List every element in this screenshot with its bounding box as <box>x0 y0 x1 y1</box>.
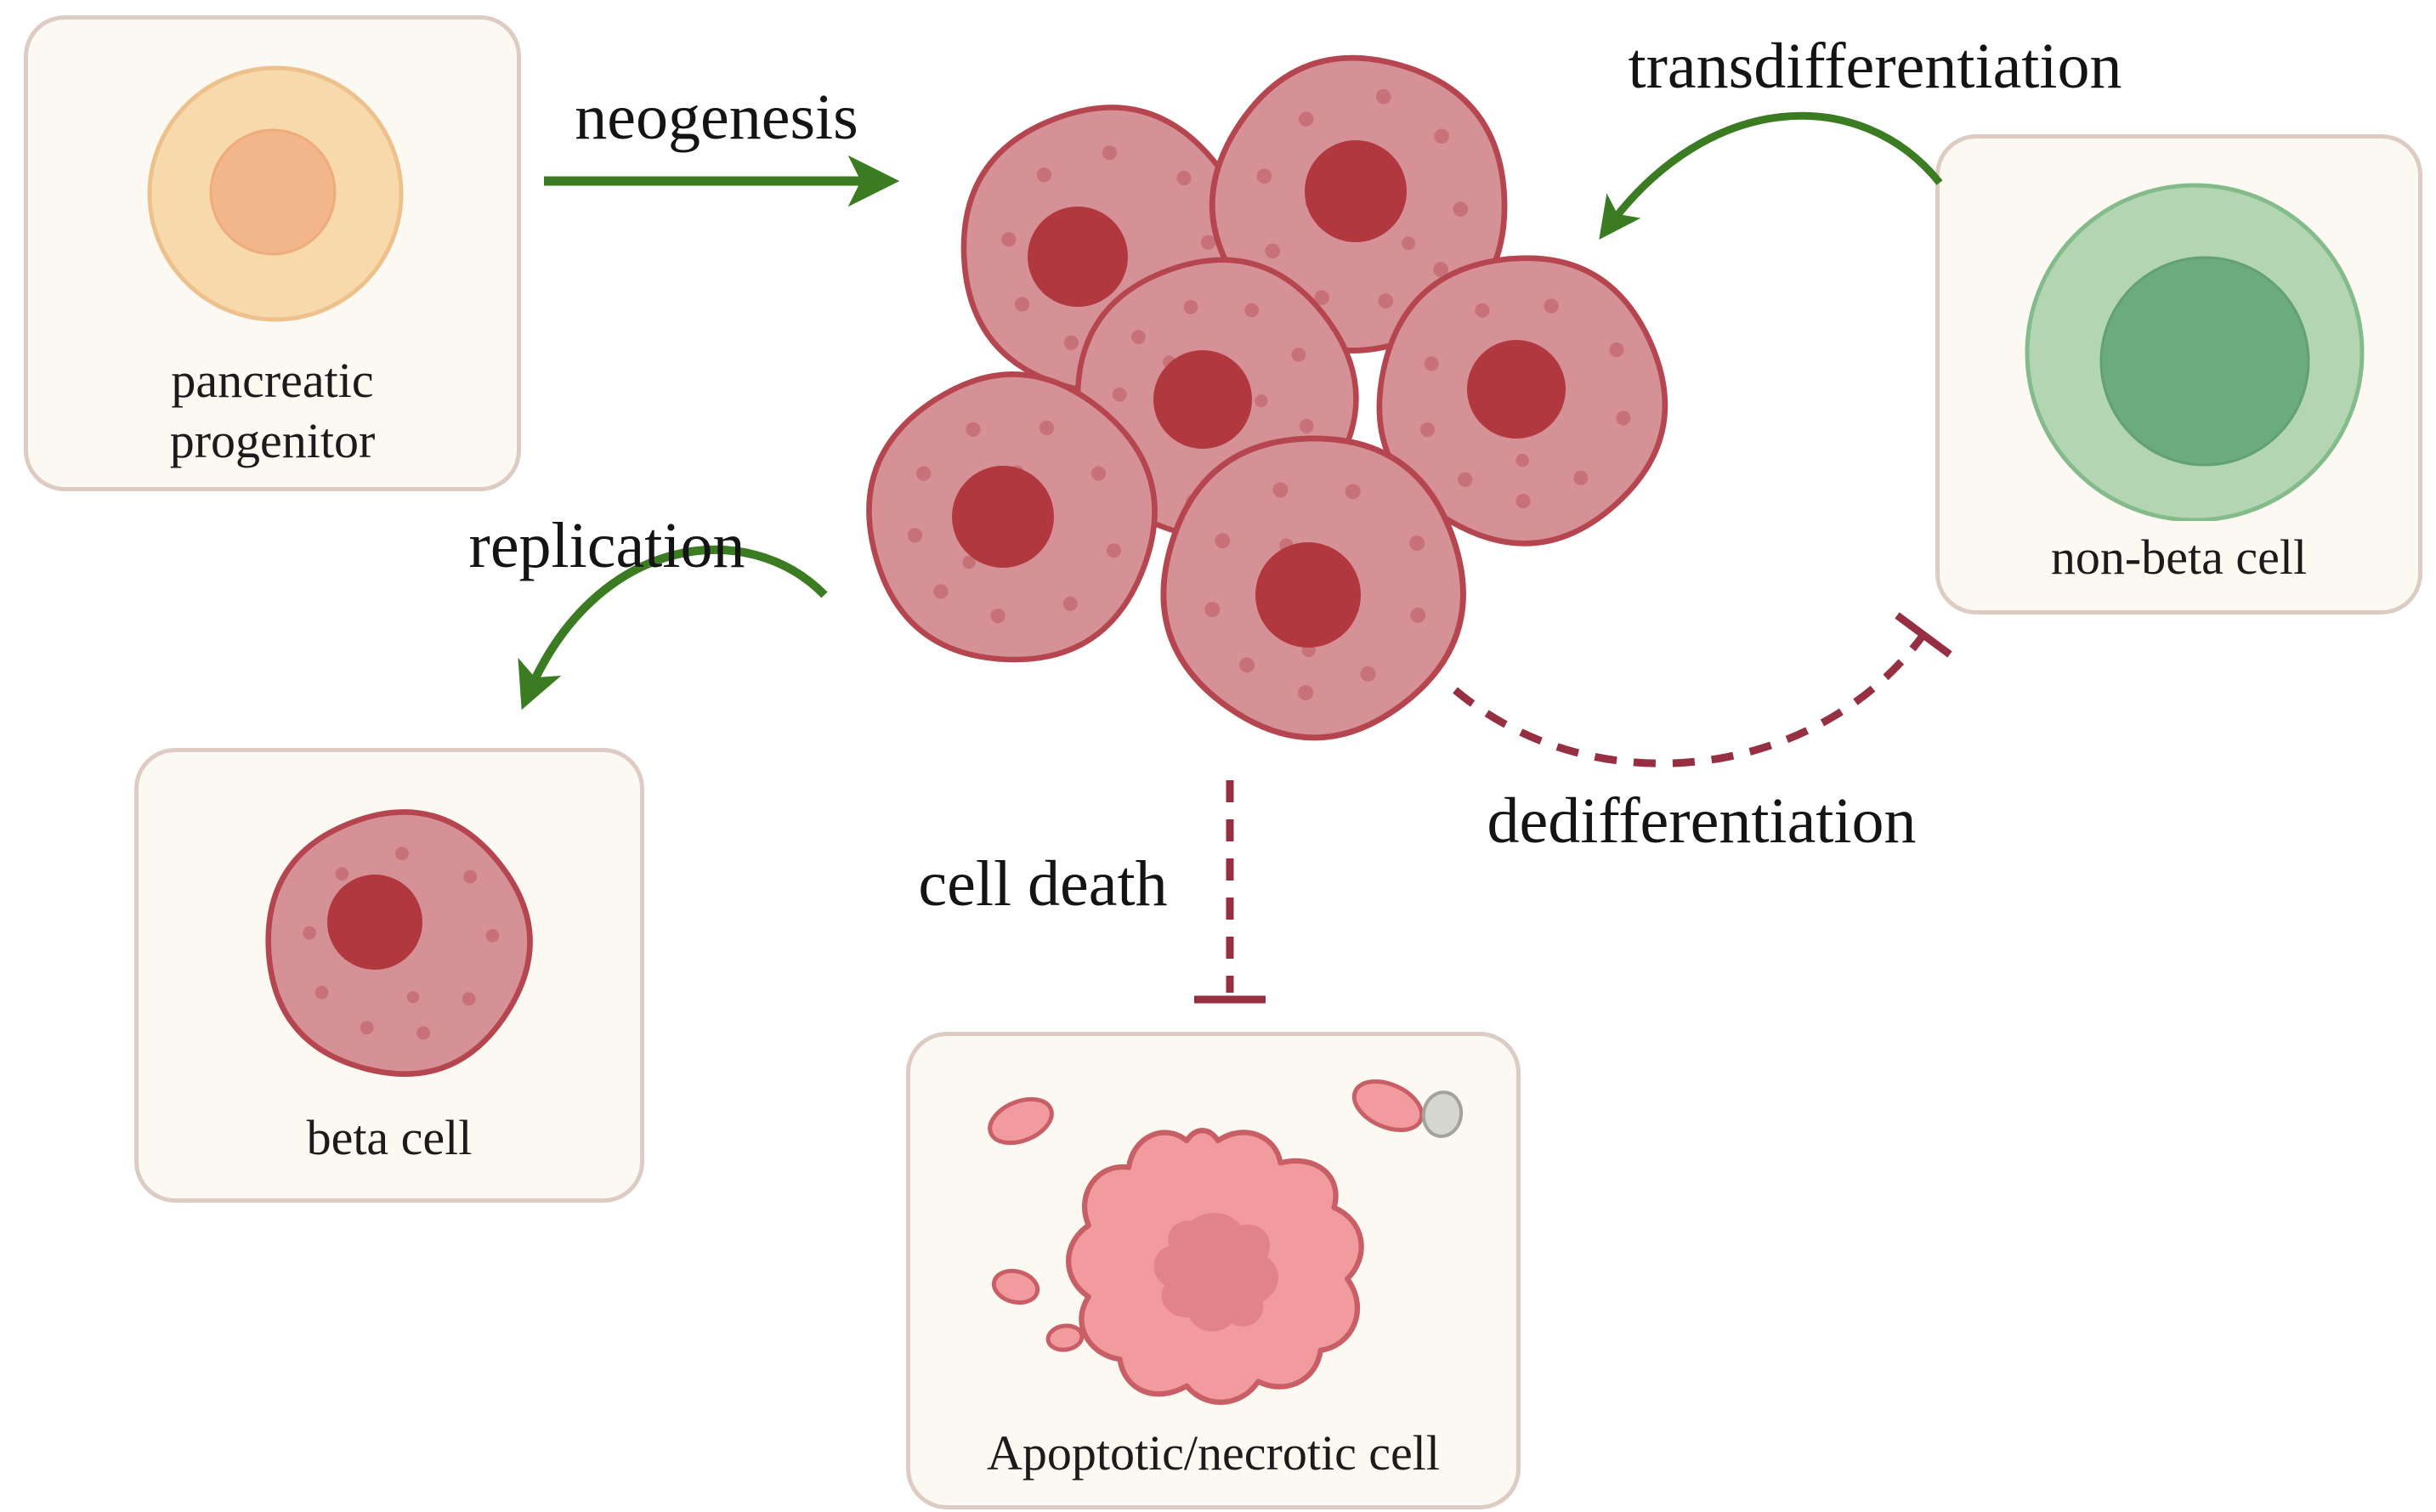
cell-death-connector <box>1194 780 1266 1004</box>
beta-cell-nucleus <box>327 875 422 970</box>
dedifferentiation-connector <box>1453 612 1952 767</box>
apoptotic-cell-icon <box>988 1079 1464 1405</box>
beta-cell-icon <box>1328 203 1718 593</box>
transdifferentiation-label: transdifferentiation <box>1628 31 2122 102</box>
non-beta-cell-icon <box>2025 183 2365 521</box>
beta-cell-icon <box>1106 377 1523 793</box>
apoptotic-cell-label: Apoptotic/necrotic cell <box>986 1425 1441 1481</box>
transdifferentiation-arrow <box>1599 111 1943 241</box>
replication-label: replication <box>468 510 745 581</box>
non-beta-cell-label: non-beta cell <box>2050 529 2308 585</box>
beta-cell-icon <box>139 752 649 1126</box>
beta-cell-icon <box>931 75 1281 424</box>
apoptotic-fragments <box>988 1079 1464 1352</box>
dedifferentiation-label: dedifferentiation <box>1487 785 1917 857</box>
box-beta-cell: beta cell <box>134 748 644 1203</box>
beta-cell-icon <box>1038 223 1395 580</box>
box-non-beta-cell: non-beta cell <box>1935 134 2422 614</box>
beta-cell-icon <box>838 343 1187 694</box>
beta-cell-label: beta cell <box>306 1110 473 1165</box>
neogenesis-label: neogenesis <box>575 82 858 153</box>
box-apoptotic-cell: Apoptotic/necrotic cell <box>906 1032 1521 1509</box>
box-pancreatic-progenitor: pancreatic progenitor <box>24 15 521 491</box>
pancreatic-progenitor-cell-icon <box>147 65 404 322</box>
beta-cell-icon <box>1172 15 1547 390</box>
debris-gray-body <box>1421 1090 1464 1138</box>
pancreatic-progenitor-label: pancreatic progenitor <box>169 353 376 468</box>
apoptotic-cell-inner-blob <box>1153 1212 1279 1332</box>
cell-death-label: cell death <box>918 848 1168 920</box>
